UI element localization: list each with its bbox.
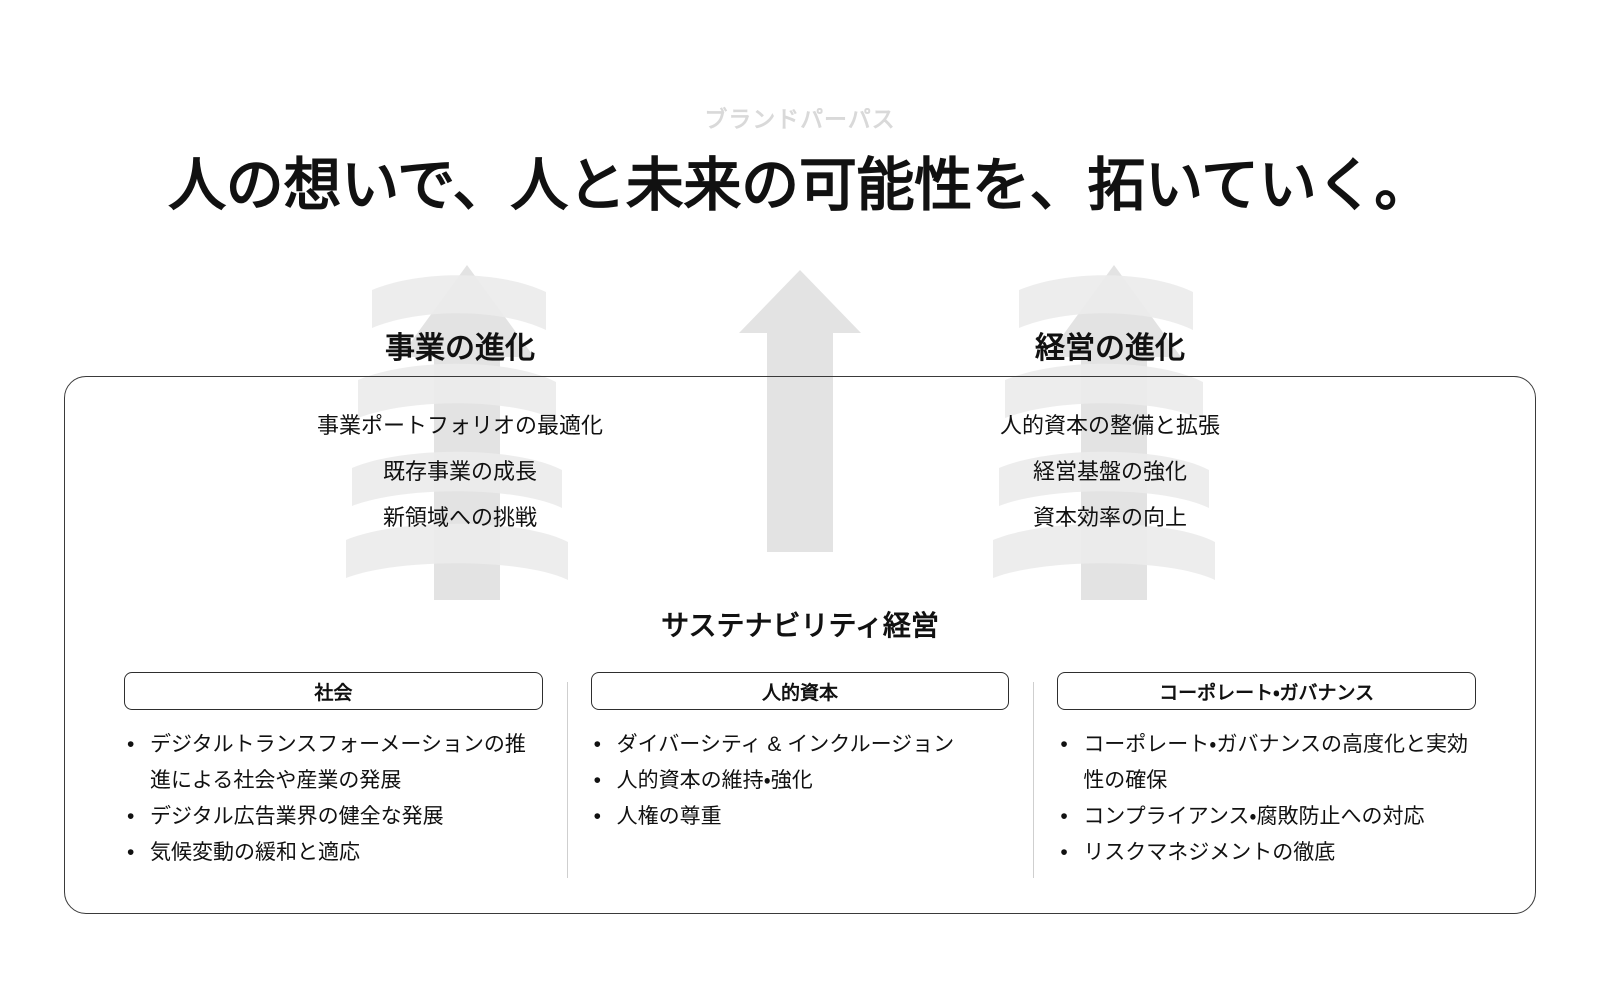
list-item: コンプライアンス・腐敗防止への対応 [1057, 799, 1476, 835]
sustainability-column-human-capital: 人的資本 ダイバーシティ & インクルージョン 人的資本の維持・強化 人権の尊重 [566, 672, 1034, 892]
sustainability-title: サステナビリティ経営 [661, 610, 939, 641]
list-item: デジタルトランスフォーメーションの推進による社会や産業の発展 [124, 727, 543, 799]
column-label-society: 社会 [124, 672, 543, 710]
column-label-human-capital: 人的資本 [590, 672, 1010, 710]
sustainability-columns: 社会 デジタルトランスフォーメーションの推進による社会や産業の発展 デジタル広告… [100, 672, 1500, 892]
list-item: デジタル広告業界の健全な発展 [124, 799, 543, 835]
brand-purpose-headline: 人の想いで、人と未来の可能性を、拓いていく。 [168, 153, 1432, 218]
bullet-list-governance: コーポレート・ガバナンスの高度化と実効性の確保 コンプライアンス・腐敗防止への対… [1057, 727, 1476, 871]
list-item: リスクマネジメントの徹底 [1057, 835, 1476, 871]
pillar-item: 経営基盤の強化 [1032, 459, 1187, 484]
pillar-item: 事業ポートフォリオの最適化 [316, 413, 603, 438]
column-label-governance: コーポレート・ガバナンス [1057, 672, 1476, 710]
pillar-item: 資本効率の向上 [1032, 505, 1187, 530]
pillar-item: 新領域への挑戦 [382, 505, 537, 530]
list-item: 人権の尊重 [591, 799, 1010, 835]
list-item: 気候変動の緩和と適応 [124, 835, 543, 871]
pillar-heading-management: 経営の進化 [1035, 332, 1185, 365]
pillar-item: 既存事業の成長 [382, 459, 537, 484]
sustainability-column-society: 社会 デジタルトランスフォーメーションの推進による社会や産業の発展 デジタル広告… [100, 672, 567, 892]
list-item: コーポレート・ガバナンスの高度化と実効性の確保 [1057, 727, 1476, 799]
list-item: 人的資本の維持・強化 [591, 763, 1010, 799]
pillar-items-management: 人的資本の整備と拡張 経営基盤の強化 資本効率の向上 [945, 403, 1275, 541]
brand-purpose-eyebrow: ブランドパーパス [704, 106, 896, 132]
bullet-list-society: デジタルトランスフォーメーションの推進による社会や産業の発展 デジタル広告業界の… [124, 727, 543, 871]
bullet-list-human-capital: ダイバーシティ & インクルージョン 人的資本の維持・強化 人権の尊重 [591, 727, 1010, 835]
list-item: ダイバーシティ & インクルージョン [591, 727, 1010, 763]
strategy-panel [64, 376, 1536, 914]
pillar-items-business: 事業ポートフォリオの最適化 既存事業の成長 新領域への挑戦 [295, 403, 625, 541]
pillar-heading-business: 事業の進化 [385, 332, 535, 365]
sustainability-column-governance: コーポレート・ガバナンス コーポレート・ガバナンスの高度化と実効性の確保 コンプ… [1033, 672, 1500, 892]
pillar-item: 人的資本の整備と拡張 [999, 413, 1220, 438]
